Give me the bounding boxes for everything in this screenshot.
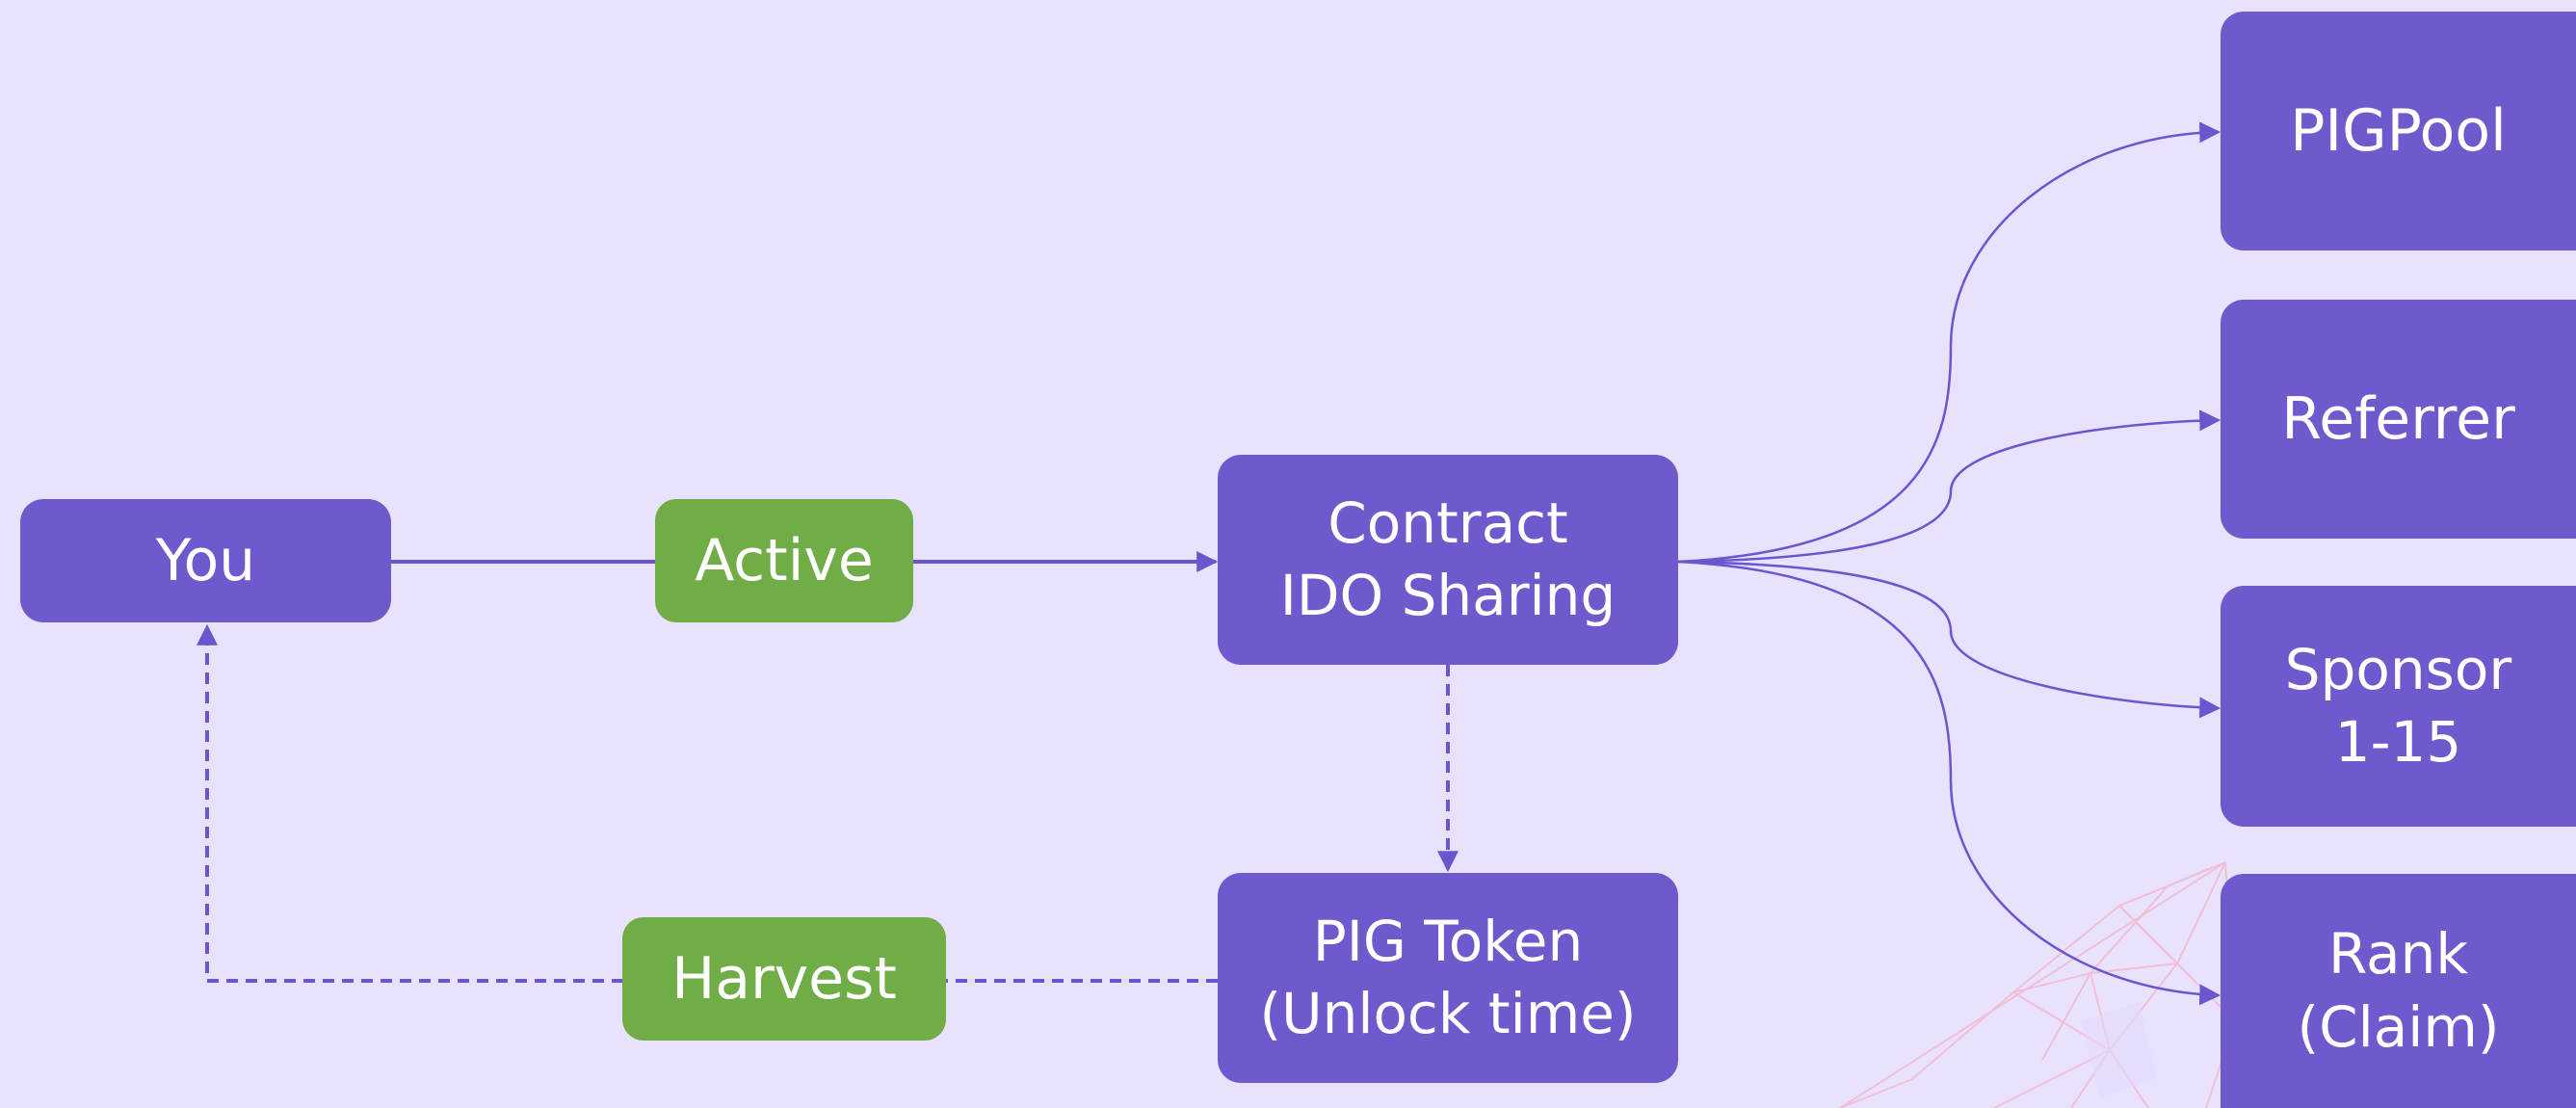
- node-harvest: Harvest: [622, 917, 946, 1041]
- node-you: You: [20, 499, 391, 622]
- edge-contract-rank: [1677, 560, 2221, 1006]
- node-referrer: Referrer: [2221, 300, 2576, 539]
- node-pigpool: PIGPool: [2221, 12, 2576, 251]
- node-sponsor-line2: 1-15: [2334, 709, 2462, 775]
- node-sponsor-line1: Sponsor: [2284, 636, 2512, 702]
- node-sponsor: Sponsor 1-15: [2221, 586, 2576, 827]
- node-pig-token-line2: (Unlock time): [1259, 981, 1637, 1046]
- node-contract-line2: IDO Sharing: [1279, 563, 1617, 628]
- node-contract: Contract IDO Sharing: [1218, 455, 1678, 665]
- edge-harvest-you: [197, 623, 623, 983]
- node-referrer-label: Referrer: [2281, 385, 2515, 453]
- edge-contract-sponsor: [1677, 560, 2221, 719]
- edge-contract-referrer: [1677, 409, 2221, 564]
- node-active: Active: [655, 499, 913, 622]
- polygon-mesh-icon: [1839, 861, 2284, 1108]
- node-you-label: You: [155, 527, 256, 594]
- node-pig-token-line1: PIG Token: [1312, 908, 1584, 974]
- edge-contract-pigpool: [1677, 121, 2221, 564]
- node-harvest-label: Harvest: [671, 945, 897, 1013]
- node-pigpool-label: PIGPool: [2290, 97, 2507, 165]
- node-contract-line1: Contract: [1327, 489, 1568, 556]
- node-rank-line1: Rank: [2328, 921, 2468, 988]
- node-active-label: Active: [695, 527, 874, 594]
- node-rank-line2: (Claim): [2297, 993, 2500, 1060]
- node-pig-token: PIG Token (Unlock time): [1218, 873, 1678, 1083]
- node-rank: Rank (Claim): [2221, 874, 2576, 1108]
